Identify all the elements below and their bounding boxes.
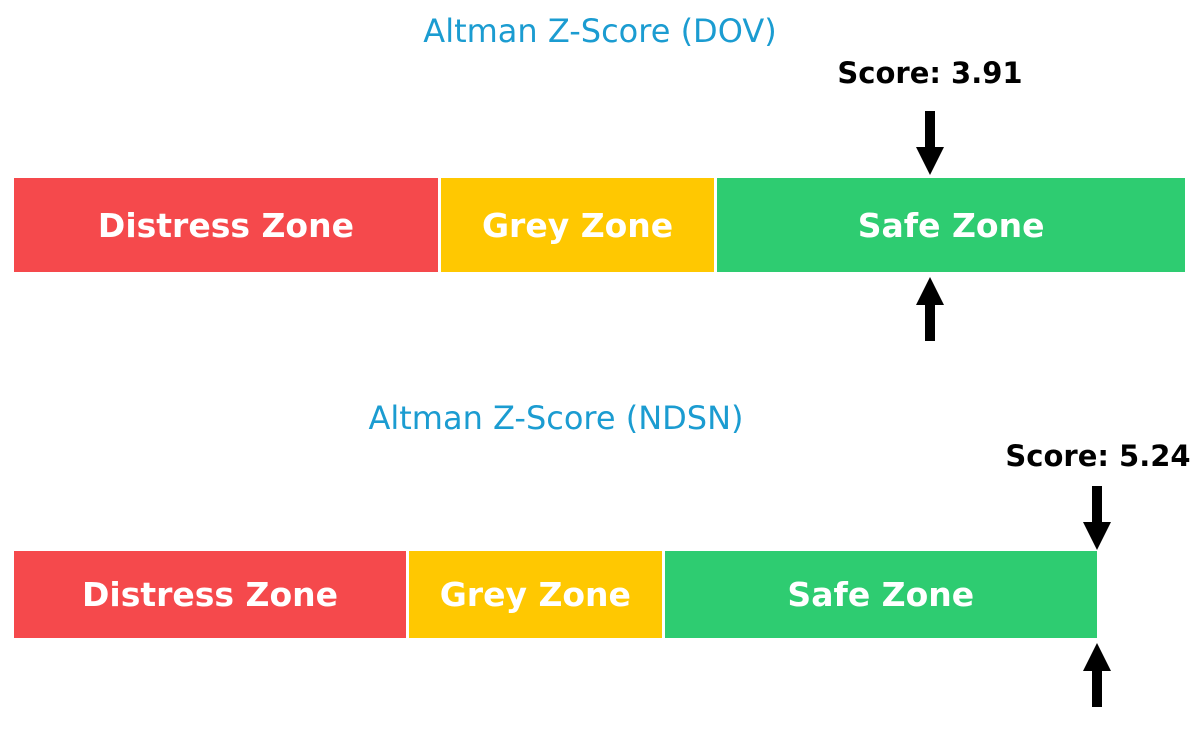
score-pointer-down-arrow-icon xyxy=(915,111,944,175)
zone-segment-grey-zone: Grey Zone xyxy=(406,551,662,638)
zone-segment-safe-zone: Safe Zone xyxy=(661,551,1097,638)
score-annotation: Score: 5.24 xyxy=(1005,439,1191,473)
zone-bar: Distress Zone Grey Zone Safe Zone xyxy=(14,178,1185,272)
zone-segment-distress-zone: Distress Zone xyxy=(14,551,407,638)
zone-label: Grey Zone xyxy=(439,575,631,614)
chart-title: Altman Z-Score (NDSN) xyxy=(368,399,744,437)
zone-segment-distress-zone: Distress Zone xyxy=(14,178,438,272)
zone-label: Distress Zone xyxy=(97,205,354,245)
chart-title: Altman Z-Score (DOV) xyxy=(423,12,777,50)
zone-segment-safe-zone: Safe Zone xyxy=(714,178,1185,272)
score-pointer-down-arrow-icon xyxy=(1083,486,1111,550)
zone-label: Safe Zone xyxy=(857,205,1045,245)
score-annotation: Score: 3.91 xyxy=(837,56,1023,90)
score-pointer-up-arrow-icon xyxy=(1083,643,1111,707)
score-pointer-up-arrow-icon xyxy=(915,277,944,341)
zone-label: Distress Zone xyxy=(82,575,339,614)
zone-label: Safe Zone xyxy=(787,575,975,614)
zone-label: Grey Zone xyxy=(481,205,674,245)
zone-segment-grey-zone: Grey Zone xyxy=(437,178,715,272)
zone-bar: Distress Zone Grey Zone Safe Zone xyxy=(14,551,1097,638)
